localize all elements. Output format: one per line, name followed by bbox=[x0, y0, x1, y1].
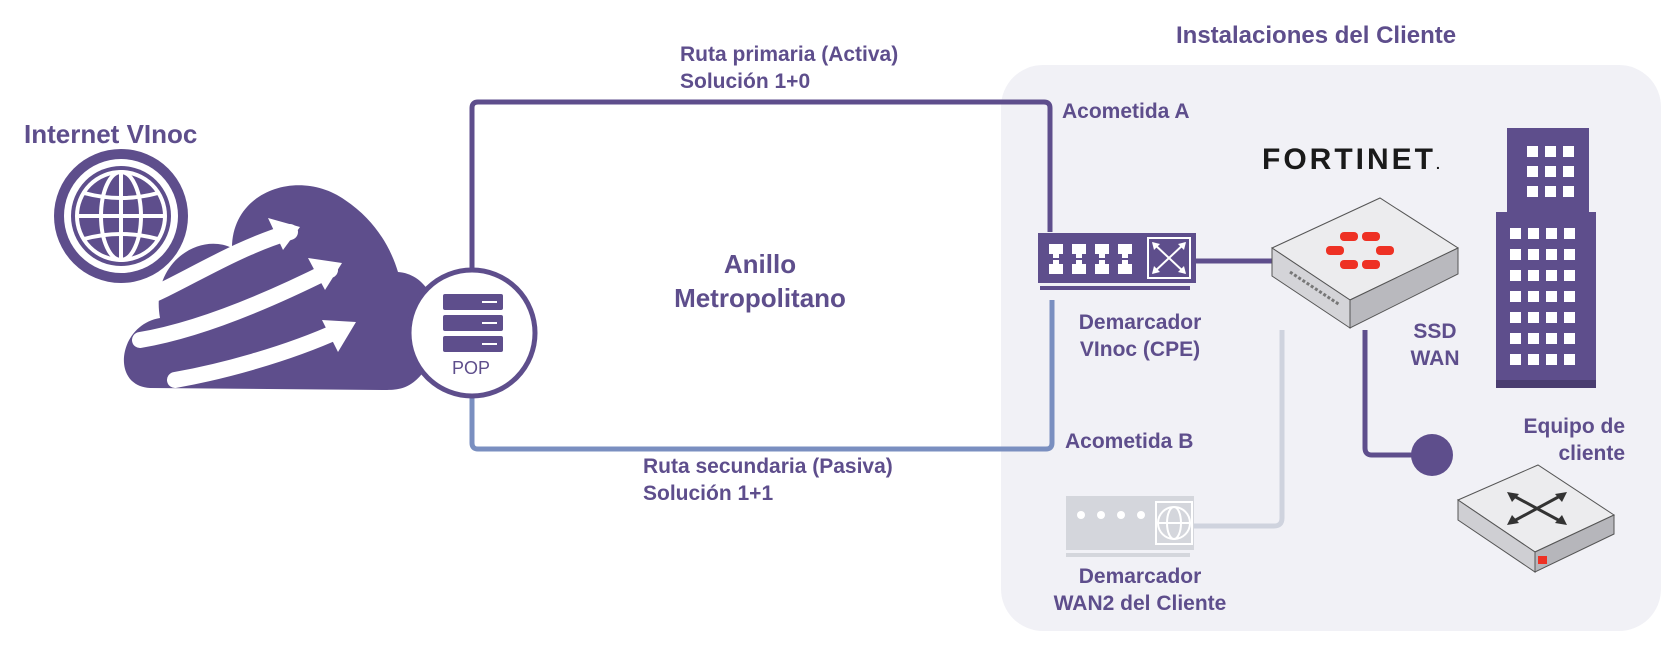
metro-ring-line1: Anillo bbox=[723, 249, 797, 279]
switch-icon bbox=[1038, 233, 1196, 290]
wan2-line2: WAN2 del Cliente bbox=[1053, 592, 1227, 615]
acometida-a-label: Acometida A bbox=[1062, 100, 1190, 123]
cloud-icon bbox=[123, 185, 439, 390]
secondary-route-label: Ruta secundaria (Pasiva) Solución 1+1 bbox=[643, 453, 893, 507]
secondary-route-line1: Ruta secundaria (Pasiva) bbox=[643, 455, 893, 478]
wan2-line1: Demarcador bbox=[1078, 565, 1202, 588]
primary-route-line2: Solución 1+0 bbox=[680, 70, 811, 93]
cpe-line1: Demarcador bbox=[1078, 311, 1202, 334]
building-icon bbox=[1496, 128, 1596, 388]
pop-label: POP bbox=[452, 358, 491, 378]
client-equipment-line2: cliente bbox=[1558, 442, 1625, 465]
sdwan-client-link bbox=[1362, 330, 1430, 458]
client-equipment-label: Equipo de cliente bbox=[1480, 413, 1626, 467]
fortinet-logo-text: FORTINET bbox=[1262, 143, 1436, 176]
fortinet-emblem bbox=[1326, 232, 1394, 269]
secondary-route-link bbox=[469, 300, 1055, 452]
client-premises-title: Instalaciones del Cliente bbox=[1176, 22, 1457, 49]
router-icon bbox=[1456, 464, 1616, 573]
primary-route-label: Ruta primaria (Activa) Solución 1+0 bbox=[680, 41, 898, 95]
fortinet-logo: FORTINET. bbox=[1262, 143, 1440, 177]
fortinet-logo-dot: . bbox=[1436, 156, 1440, 172]
primary-route-link bbox=[469, 99, 1053, 268]
server-icon bbox=[443, 294, 503, 352]
wan2-link bbox=[1190, 330, 1285, 529]
acometida-b-label: Acometida B bbox=[1065, 430, 1194, 453]
sdwan-line2: WAN bbox=[1410, 347, 1460, 370]
sdwan-label: SSD WAN bbox=[1395, 318, 1475, 372]
firewall-icon bbox=[1270, 197, 1460, 329]
globe-icon bbox=[54, 149, 188, 283]
wan2-demarcator-icon bbox=[1066, 496, 1194, 557]
metro-ring-line2: Metropolitano bbox=[674, 283, 846, 313]
sdwan-line1: SSD bbox=[1413, 320, 1457, 343]
primary-route-line1: Ruta primaria (Activa) bbox=[680, 43, 899, 66]
secondary-route-line2: Solución 1+1 bbox=[643, 482, 774, 505]
cpe-line2: VInoc (CPE) bbox=[1079, 338, 1201, 361]
client-equipment-line1: Equipo de bbox=[1523, 415, 1626, 438]
pop-node bbox=[406, 267, 538, 399]
wan2-label: Demarcador WAN2 del Cliente bbox=[1040, 563, 1240, 617]
metro-ring-label: Anillo Metropolitano bbox=[650, 247, 870, 315]
internet-label: Internet VInoc bbox=[24, 119, 198, 149]
cpe-label: Demarcador VInoc (CPE) bbox=[1045, 309, 1235, 363]
client-connection-dot bbox=[1411, 434, 1453, 476]
